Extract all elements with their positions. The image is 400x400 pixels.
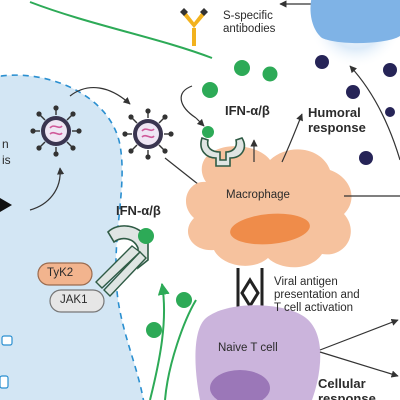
ifn-molecule [262,66,278,82]
tyk2-label: TyK2 [47,267,74,279]
virus-icon [30,105,82,157]
arrow-ifn-bind [180,85,197,119]
ifn-molecule [138,228,154,244]
plasma-dot [385,107,395,117]
plasma-dot [315,55,329,69]
naive-t-cell-label: Naive T cell [218,342,278,354]
arrow-cellular-2 [319,351,399,378]
cellular-response-label: Cellular response [318,376,376,400]
arrow-ifn-bind-head [195,117,205,127]
green-arrow-up [149,282,170,400]
plasma-dot [359,151,373,165]
arrow-virus-travel [69,87,131,105]
antibody-icon [180,8,208,46]
plasma-dot [383,63,397,77]
ifn-molecule [202,126,214,138]
ifn-molecule [234,60,250,76]
tyk2-shape [37,262,93,286]
cut-text-1: n [2,137,9,151]
plasma-dot [346,85,360,99]
arrow-cellular-1 [319,318,399,351]
ifn-molecule [176,292,192,308]
edge-shape [0,198,12,212]
ifn-molecule [202,82,218,98]
virus-icon [122,108,174,160]
jak1-label: JAK1 [60,294,88,306]
naive-t-cell [195,305,321,400]
cut-text-2: is [2,153,11,167]
arrow-right-edge [349,65,400,161]
receptor-icon [95,225,149,298]
ifn-label-left: IFN-α/β [116,203,161,218]
green-curve-bottom [164,299,197,400]
ifn-label-right: IFN-α/β [225,103,270,118]
infected-cell [0,74,145,400]
antibodies-label: S-specific antibodies [223,10,276,36]
b-cell [308,0,400,68]
jak1-shape [49,289,105,313]
macrophage-label: Macrophage [226,189,290,201]
arrow-humoral [281,113,303,163]
viral-antigen-label: Viral antigen presentation and T cell ac… [274,276,360,315]
receptor-icon [200,136,246,167]
humoral-response-label: Humoral response [308,105,366,135]
arrow-cell-up [29,167,65,211]
macrophage-cell [185,146,352,268]
green-curve-top [29,1,213,59]
small-shape [1,335,13,346]
ifn-molecule [146,322,162,338]
small-shape [0,375,9,389]
